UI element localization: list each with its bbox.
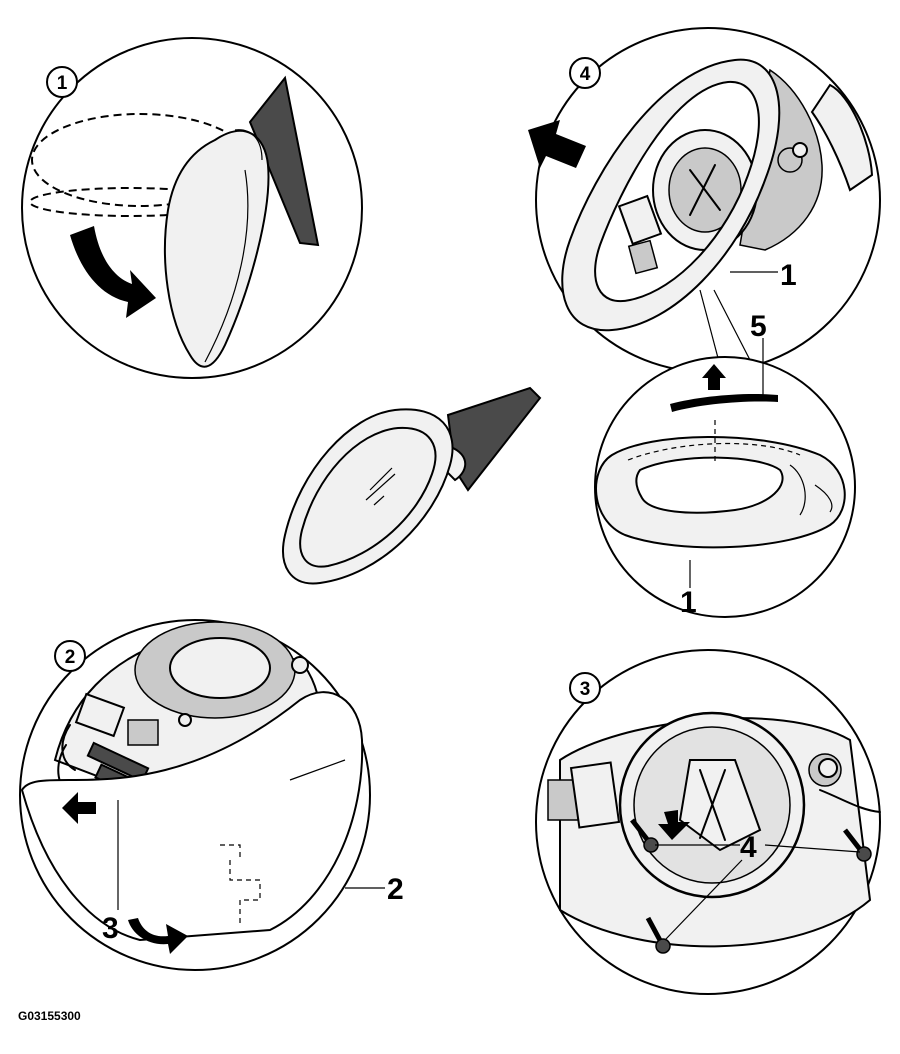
detail-5-panel: 5 1 bbox=[594, 289, 856, 619]
step-2-badge bbox=[54, 640, 86, 672]
step-2-panel: 3 2 2 bbox=[19, 619, 404, 971]
detail-5-circle bbox=[594, 356, 856, 618]
pull-direction-arrow-icon bbox=[528, 120, 586, 168]
step-1-number: 1 bbox=[57, 73, 68, 94]
screw-icon bbox=[630, 818, 659, 853]
screw-icon bbox=[645, 916, 671, 954]
step-3-number: 3 bbox=[580, 679, 591, 700]
step-1-badge bbox=[46, 66, 78, 98]
remove-cover-arrow-icon bbox=[128, 918, 188, 954]
glass-backing-plate bbox=[595, 436, 846, 549]
screw-icon bbox=[843, 828, 872, 862]
callout-4: 4 bbox=[740, 831, 757, 864]
mirror-mount-plate bbox=[248, 75, 320, 247]
callout-1-bottom: 1 bbox=[680, 586, 697, 619]
assembled-mirror bbox=[282, 386, 542, 585]
step-1-panel: 1 bbox=[21, 37, 363, 379]
lift-arrow-icon bbox=[702, 364, 726, 390]
callout-3: 3 bbox=[102, 912, 119, 945]
callout-5: 5 bbox=[750, 310, 767, 343]
mirror-housing-shape bbox=[163, 129, 270, 368]
retaining-clip-strip bbox=[670, 394, 778, 412]
mirror-glass-frame bbox=[561, 58, 781, 332]
screw-direction-arrow-icon bbox=[658, 810, 690, 840]
step-3-badge bbox=[569, 672, 601, 704]
step-4-panel: 4 1 bbox=[528, 27, 881, 373]
step-3-panel: 4 3 bbox=[535, 649, 881, 995]
callout-2: 2 bbox=[387, 873, 404, 906]
figure-code: G03155300 bbox=[18, 1009, 81, 1023]
callout-1-top: 1 bbox=[780, 259, 797, 292]
disconnect-arrow-icon bbox=[62, 792, 96, 824]
rotate-arrow-icon bbox=[70, 226, 156, 318]
step-2-number: 2 bbox=[65, 647, 76, 668]
mirror-cover bbox=[20, 691, 364, 942]
step-4-badge bbox=[569, 57, 601, 89]
step-4-number: 4 bbox=[580, 64, 591, 85]
